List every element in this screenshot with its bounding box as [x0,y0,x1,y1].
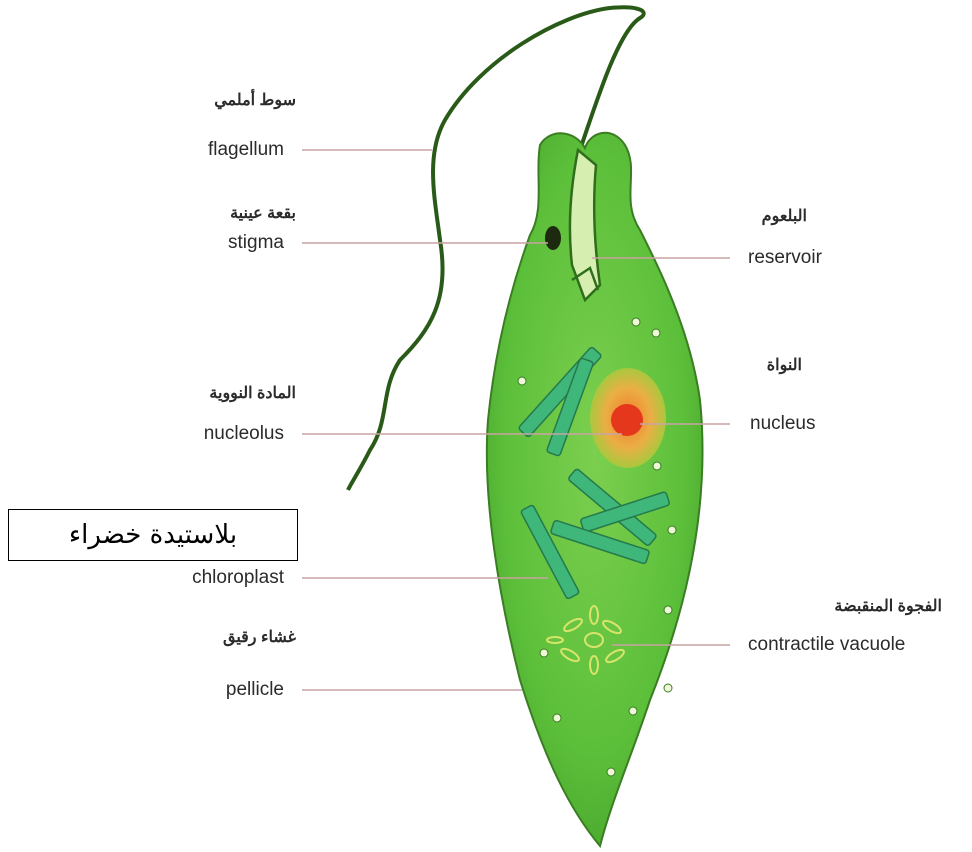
flagellum-label-ar: سوط أملمي [214,90,296,110]
nucleolus-label-en: nucleolus [204,423,284,445]
reservoir-label-en: reservoir [748,247,822,269]
stigma-spot [545,226,561,250]
nucleolus-core [611,404,643,436]
chloroplast-label-ar-box: بلاستيدة خضراء [8,509,298,561]
stigma-label-en: stigma [228,232,284,254]
flagellum-label-en: flagellum [208,139,284,161]
reservoir-label-ar: البلعوم [762,206,807,226]
contractile-vacuole-label-en: contractile vacuole [748,634,905,656]
pellicle-label-en: pellicle [226,679,284,701]
pellicle-label-ar: غشاء رقيق [223,627,296,647]
nucleus-label-en: nucleus [750,413,816,435]
stigma-label-ar: بقعة عينية [230,203,296,223]
nucleolus-label-ar: المادة النووية [209,383,296,403]
chloroplast-label-en: chloroplast [192,567,284,589]
nucleus-label-ar: النواة [767,355,802,375]
contractile-vacuole-label-ar: الفجوة المنقبضة [834,596,942,616]
